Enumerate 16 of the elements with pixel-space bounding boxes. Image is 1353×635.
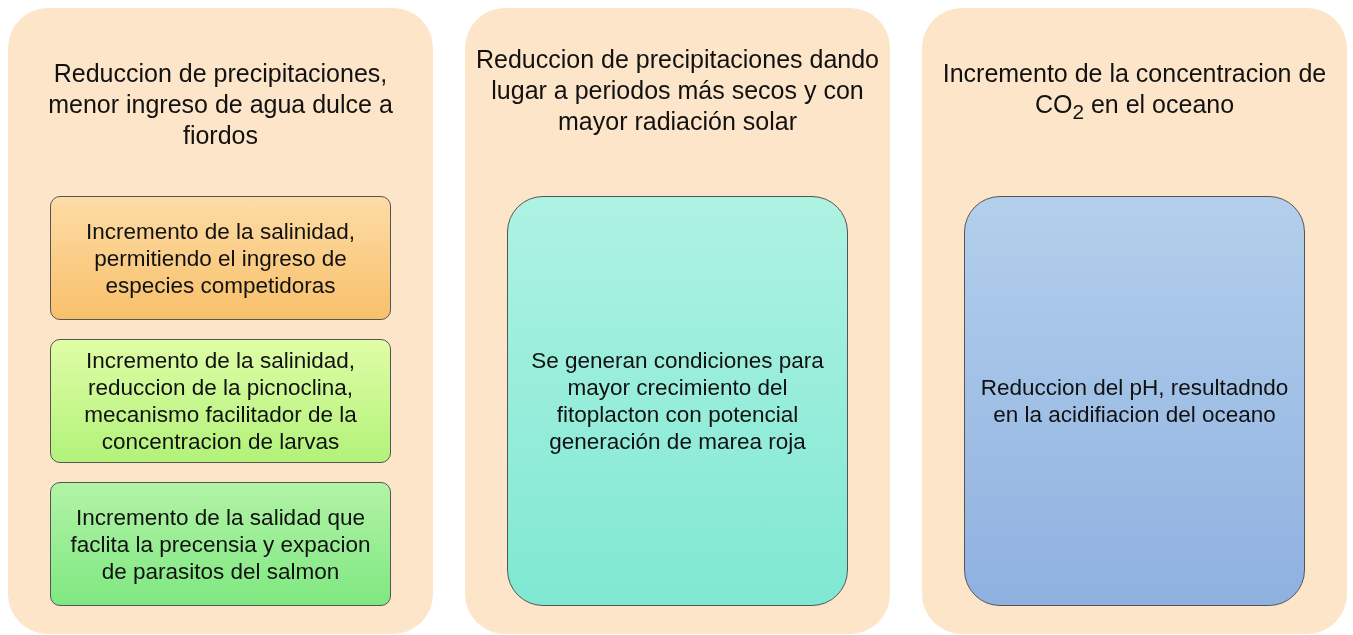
effect-box	[964, 196, 1305, 606]
effect-text: Incremento de la salidad que faclita la precensia y expacion de parasitos del salmon	[69, 503, 372, 585]
effect-box	[50, 482, 391, 606]
panel-heading: Incremento de la concentracion de CO$_{2}$ en el oceano	[941, 58, 1328, 125]
effect-box	[507, 196, 848, 606]
panel-heading: Reduccion de precipitaciones dando lugar a periodos más secos y con mayor radiación solar	[475, 44, 880, 137]
category-panel	[465, 8, 890, 634]
category-panel	[922, 8, 1347, 634]
effect-text: Incremento de la salinidad, reduccion de la picnoclina, mecanismo facilitador de la concentracion de larvas	[83, 347, 358, 455]
effect-box	[50, 196, 391, 320]
category-panel	[8, 8, 433, 634]
panel-heading: Reduccion de precipitaciones, menor ingreso de agua dulce a fiordos	[47, 58, 394, 151]
effect-text: Se generan condiciones para mayor crecimiento del fitoplacton con potencial generación de marea roja	[530, 347, 825, 455]
effect-box	[50, 339, 391, 463]
effect-text: Incremento de la salinidad, permitiendo el ingreso de especies competidoras	[85, 217, 356, 299]
effect-text: Reduccion del pH, resultadndo en la acidifiacion del oceano	[979, 374, 1290, 428]
